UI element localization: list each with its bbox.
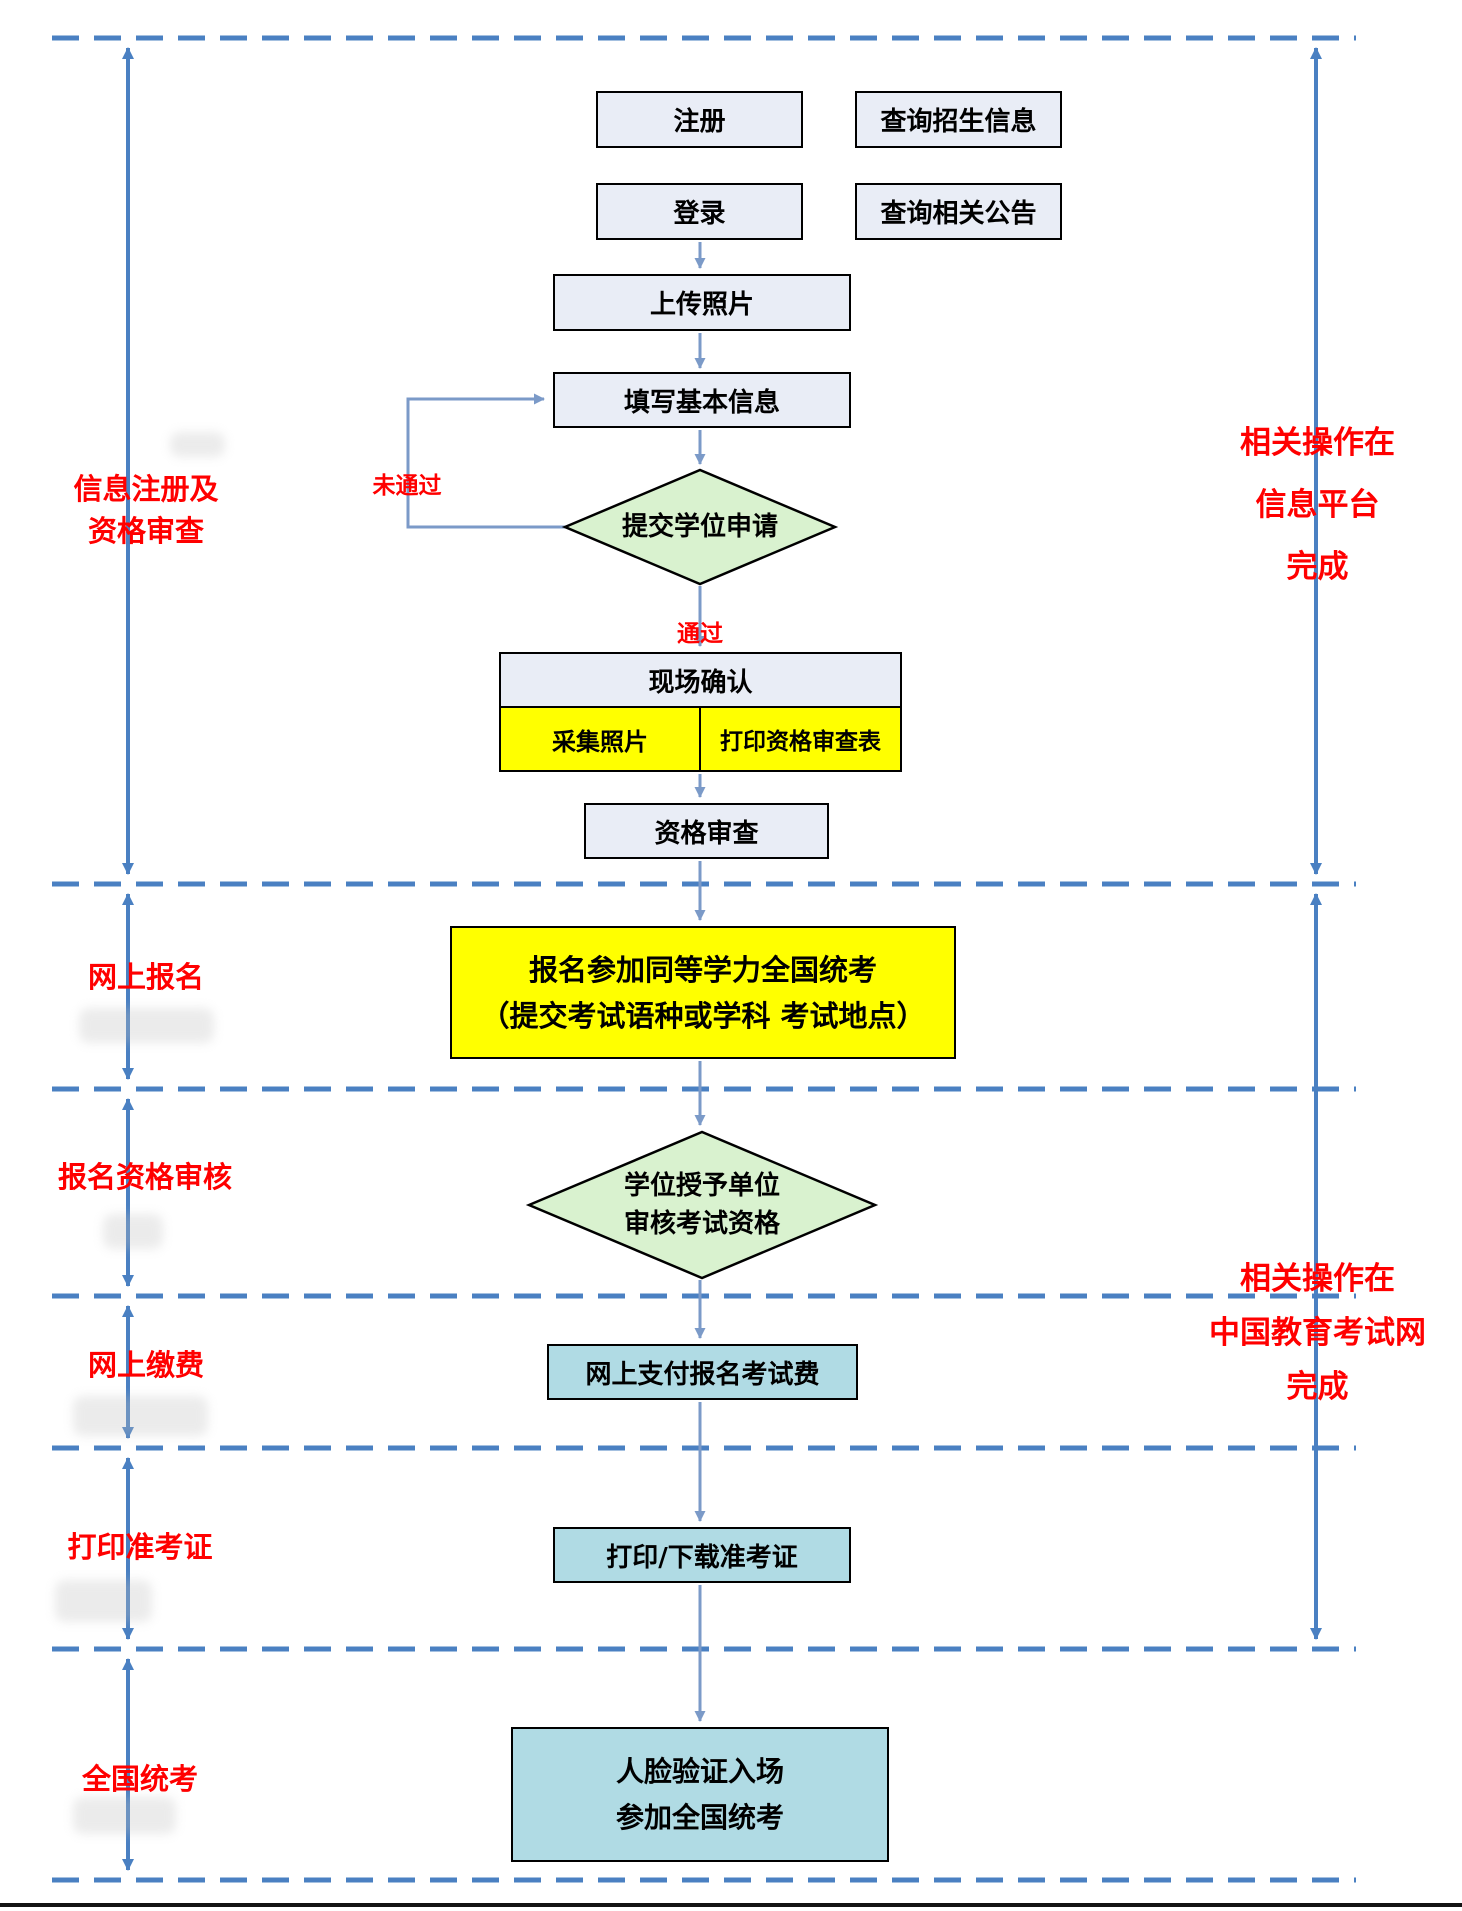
side-note-neea-line2: 中国教育考试网 xyxy=(1209,1315,1426,1351)
node-query-announcements: 查询相关公告 xyxy=(855,183,1062,240)
node-query-admission-info: 查询招生信息 xyxy=(855,91,1062,148)
side-note-neea-line3: 完成 xyxy=(1286,1369,1349,1405)
node-print-admission-ticket: 打印/下载准考证 xyxy=(553,1527,851,1583)
node-register: 注册 xyxy=(596,91,803,148)
stage-label-qualification-check: 报名资格审核 xyxy=(57,1160,232,1194)
side-note-neea: 相关操作在 中国教育考试网 完成 xyxy=(1190,1252,1445,1414)
side-note-neea-line1: 相关操作在 xyxy=(1240,1261,1395,1297)
stage-separator-lines xyxy=(52,35,1356,1883)
redaction-smudge xyxy=(103,1214,163,1249)
side-note-platform-line1: 相关操作在 xyxy=(1240,425,1395,461)
connector-not-passed-loop xyxy=(406,393,566,529)
node-degree-unit-review: 学位授予单位 审核考试资格 xyxy=(529,1132,875,1278)
diamond-degree-unit-review xyxy=(525,1130,879,1280)
register-national-exam-line2: （提交考试语种或学科 考试地点） xyxy=(480,998,926,1033)
node-register-national-exam: 报名参加同等学力全国统考 （提交考试语种或学科 考试地点） xyxy=(450,926,956,1059)
edge-label-passed: 通过 xyxy=(677,621,723,647)
stage-label-print-ticket: 打印准考证 xyxy=(67,1530,213,1564)
node-submit-degree-application: 提交学位申请 xyxy=(565,470,835,584)
stage-label-info-registration: 信息注册及 资格审查 xyxy=(56,468,236,552)
flow-connectors xyxy=(406,242,706,1722)
redaction-smudge xyxy=(55,1580,152,1622)
node-login: 登录 xyxy=(596,183,803,240)
stage1-line2: 资格审查 xyxy=(87,514,204,548)
side-note-info-platform: 相关操作在 信息平台 完成 xyxy=(1215,412,1420,598)
edge-label-not-passed: 未通过 xyxy=(372,473,442,499)
node-pay-exam-fee: 网上支付报名考试费 xyxy=(547,1344,858,1400)
face-verification-line2: 参加全国统考 xyxy=(615,1800,784,1834)
stage1-line1: 信息注册及 xyxy=(73,472,219,506)
diamond-submit-degree-application xyxy=(561,468,839,586)
node-upload-photo: 上传照片 xyxy=(553,274,851,331)
register-national-exam-line1: 报名参加同等学力全国统考 xyxy=(528,952,877,987)
face-verification-line1: 人脸验证入场 xyxy=(615,1754,784,1788)
node-print-qualification-form: 打印资格审查表 xyxy=(699,706,902,772)
degree-unit-review-line2: 审核考试资格 xyxy=(623,1209,780,1239)
node-face-verification: 人脸验证入场 参加全国统考 xyxy=(511,1727,889,1862)
redaction-smudge xyxy=(170,432,225,457)
side-note-platform-line2: 信息平台 xyxy=(1255,487,1380,523)
node-qualification-review: 资格审查 xyxy=(584,803,829,859)
submit-degree-application-label: 提交学位申请 xyxy=(621,512,778,542)
node-onsite-confirmation: 现场确认 xyxy=(499,652,902,708)
redaction-smudge xyxy=(73,1797,176,1834)
redaction-smudge xyxy=(79,1008,214,1043)
node-fill-basic-info: 填写基本信息 xyxy=(553,372,851,428)
degree-unit-review-line1: 学位授予单位 xyxy=(623,1171,780,1201)
redaction-smudge xyxy=(73,1396,208,1436)
stage-label-online-registration: 网上报名 xyxy=(87,960,204,994)
node-collect-photo: 采集照片 xyxy=(499,706,701,772)
stage-label-national-exam: 全国统考 xyxy=(81,1762,198,1796)
bottom-rule xyxy=(0,1903,1462,1907)
stage-label-online-payment: 网上缴费 xyxy=(87,1348,204,1382)
side-note-platform-line3: 完成 xyxy=(1286,549,1349,585)
